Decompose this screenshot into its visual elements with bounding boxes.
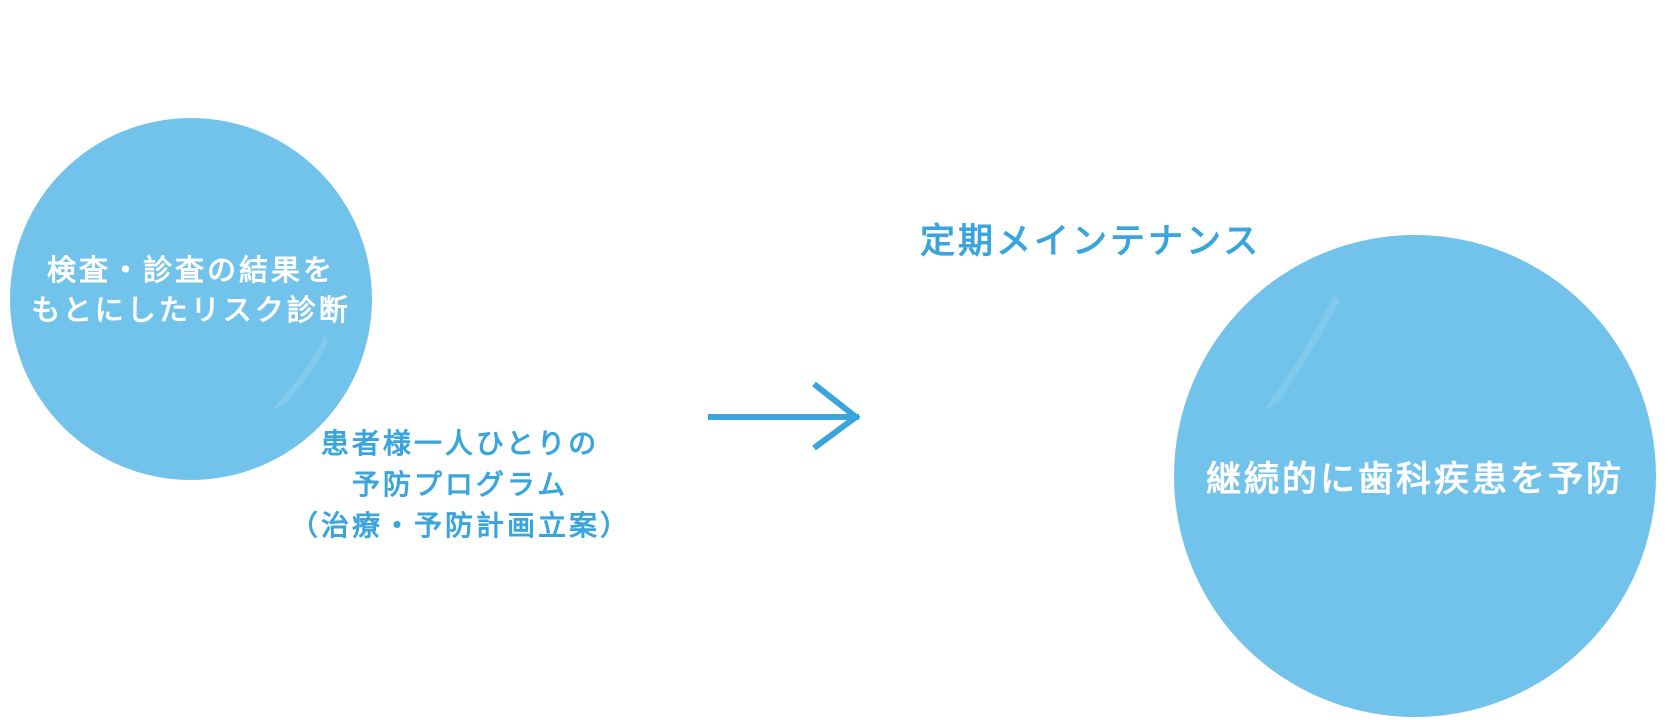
continuous-prevention-circle: 継続的に歯科疾患を予防	[1174, 235, 1656, 717]
risk-diagnosis-line-1: 検査・診査の結果を	[46, 253, 335, 287]
prevention-program-caption: 患者様一人ひとりの 予防プログラム （治療・予防計画立案）	[290, 423, 630, 546]
risk-diagnosis-line-2: もとにしたリスク診断	[31, 293, 351, 327]
risk-diagnosis-circle: 検査・診査の結果を もとにしたリスク診断	[10, 118, 372, 480]
regular-maintenance-caption: 定期メインテナンス	[920, 222, 1262, 262]
risk-diagnosis-text: 検査・診査の結果を もとにしたリスク診断	[31, 250, 350, 330]
program-caption-line-2: 予防プログラム	[351, 468, 569, 501]
program-caption-line-1: 患者様一人ひとりの	[320, 427, 600, 460]
program-caption-line-3: （治療・予防計画立案）	[290, 509, 632, 542]
arrow-head	[812, 381, 860, 450]
right-arrow-icon	[708, 381, 860, 450]
continuous-prevention-text: 継続的に歯科疾患を予防	[1205, 459, 1624, 500]
